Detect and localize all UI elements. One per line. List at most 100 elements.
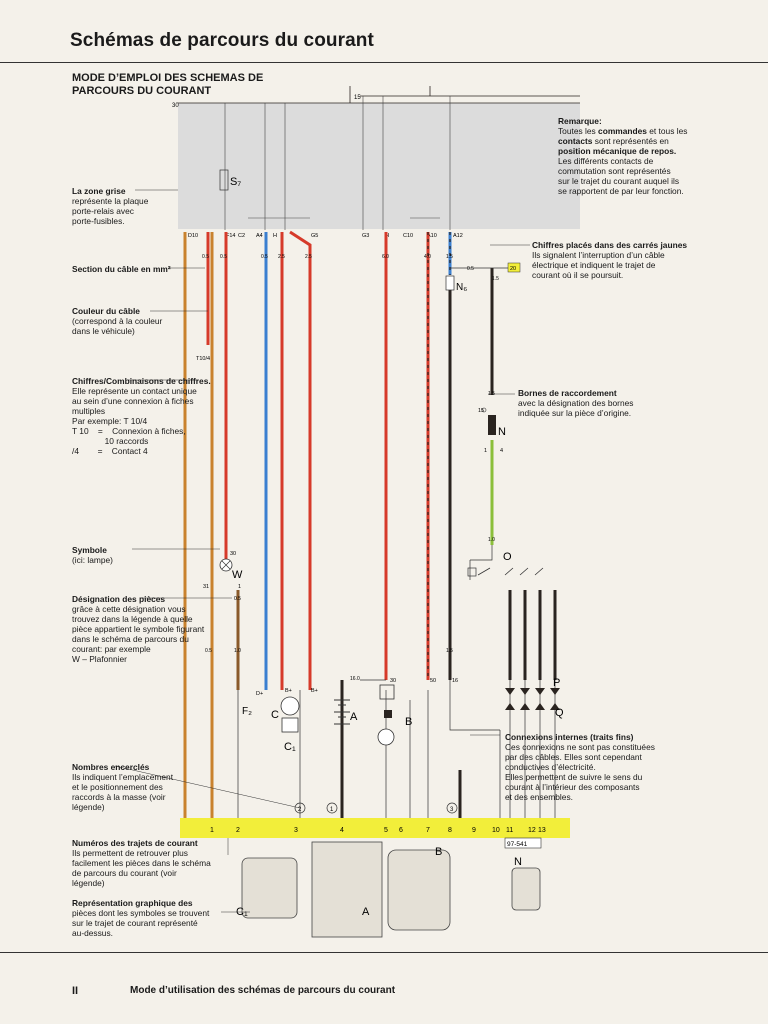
annotation-line: légende): [72, 802, 105, 812]
connector-label: A4: [256, 233, 263, 239]
annotation-yellow-boxes: Chiffres placés dans des carrés jaunes I…: [532, 240, 732, 280]
annotation-line: Elle représente un contact unique: [72, 386, 197, 396]
remark-bold: position mécanique de repos.: [558, 146, 677, 156]
section-heading: MODE D’EMPLOI DES SCHEMAS DE PARCOURS DU…: [72, 72, 332, 98]
terminal-num: 1: [484, 448, 487, 454]
connector-label: G5: [311, 233, 318, 239]
gray-zone: [178, 103, 580, 229]
bus-number: 6: [399, 827, 403, 834]
starter-solenoid: [384, 710, 392, 718]
regulator-symbol: [281, 717, 299, 733]
annotation-line: dans le schéma de parcours du: [72, 634, 189, 644]
bottom-rule: [0, 952, 768, 953]
annotation-line: (ici: lampe): [72, 555, 113, 565]
starter-motor: [377, 728, 395, 746]
component-n6: [445, 275, 455, 291]
arrow: [520, 703, 530, 710]
annotation-path-numbers: Numéros des trajets de courant Ils perme…: [72, 838, 211, 888]
annotation-title: Désignation des pièces: [72, 594, 166, 604]
label-o: O: [503, 551, 512, 563]
annotation-line: légende): [72, 878, 105, 888]
arrow: [550, 703, 560, 710]
section-label: 1.5: [492, 276, 499, 282]
annotation-title: Chiffres placés dans des carrés jaunes: [532, 240, 688, 250]
leader-line: [114, 765, 301, 809]
label-n-bottom: N: [514, 856, 522, 868]
annotation-line: courant: par exemple: [72, 644, 151, 654]
annotation-title: Représentation graphique des: [72, 898, 193, 908]
connector-label: A12: [453, 233, 463, 239]
annotation-line: raccords à la masse (voir: [72, 792, 166, 802]
lamp-cross: [221, 560, 231, 570]
annotation-numbers: Chiffres/Combinaisons de chiffres. Elle …: [72, 376, 211, 456]
bus-number: 4: [340, 827, 344, 834]
page-title: Schémas de parcours du courant: [70, 30, 374, 51]
section-label: 0.5: [202, 254, 209, 260]
label-15: 15: [354, 95, 361, 101]
ref-box-label: 97-541: [507, 841, 528, 848]
annotation-gray-zone: La zone grise représente la plaque porte…: [72, 186, 148, 226]
annotation-line: Ils permettent de retrouver plus: [72, 848, 188, 858]
terminal-num: B+: [311, 688, 318, 694]
annotation-title: Connexions internes (traits fins): [505, 732, 634, 742]
annotation-title: Couleur du câble: [72, 306, 140, 316]
remark-text: commutation sont représentés: [558, 166, 671, 176]
annotation-line: grâce à cette désignation vous: [72, 604, 186, 614]
annotation-title: Nombres encerclés: [72, 762, 150, 772]
annotation-line: Ils indiquent l’emplacement: [72, 772, 174, 782]
heading-line: PARCOURS DU COURANT: [72, 85, 212, 97]
terminal: [481, 407, 487, 413]
terminal-num: 1: [238, 584, 241, 590]
section-label: 0.5: [220, 254, 227, 260]
label-c1: C₁: [284, 741, 296, 753]
annotation-internal: Connexions internes (traits fins) Ces co…: [505, 732, 715, 802]
annotation-line: électrique et indiquent le trajet de: [532, 260, 656, 270]
section-label: 1.5: [446, 648, 453, 654]
section-label: 0.5: [205, 648, 212, 654]
capacitor: [467, 567, 477, 577]
bus-number: 3: [294, 827, 298, 834]
fuse-s7: [219, 169, 229, 191]
wiring-diagram: 30 15 S₇ D10 F14 C2 A4 H G5 G3 H C10 A10…: [114, 86, 580, 938]
page-number: II: [72, 985, 79, 997]
label-f2: F₂: [242, 706, 252, 717]
annotation-designation: Désignation des pièces grâce à cette dés…: [72, 594, 204, 664]
annotation-line: et des ensembles.: [505, 792, 573, 802]
label-a: A: [350, 711, 358, 723]
section-label: 0.5: [261, 254, 268, 260]
annotation-line: multiples: [72, 406, 106, 416]
bus-number: 5: [384, 827, 388, 834]
remark-bold: commandes: [598, 126, 647, 136]
arrow: [550, 688, 560, 695]
yellow-box: [507, 262, 521, 273]
alternator-symbol: [280, 696, 300, 716]
label-w: W: [232, 569, 243, 581]
annotation-line: avec la désignation des bornes: [518, 398, 634, 408]
annotation-title: Numéros des trajets de courant: [72, 838, 198, 848]
circled-number-label: 1: [330, 807, 334, 813]
annotation-symbol: Symbole (ici: lampe): [72, 545, 113, 565]
terminal-num: 16: [452, 678, 458, 684]
connector-label: F14: [226, 233, 235, 239]
bus-number: 11: [506, 827, 513, 834]
bus-number: 9: [472, 827, 476, 834]
section-label: 16.0: [350, 676, 360, 682]
component-n: [488, 415, 496, 435]
bus-number: 7: [426, 827, 430, 834]
annotation-line: de parcours du courant (voir: [72, 868, 177, 878]
arrow: [505, 688, 515, 695]
heading-line: MODE D’EMPLOI DES SCHEMAS DE: [72, 72, 264, 84]
annotation-graphic: Représentation graphique des pièces dont…: [72, 898, 209, 938]
wire-red: [289, 230, 312, 690]
section-label: 1.5: [488, 391, 495, 397]
remark-text: Les différents contacts de: [558, 156, 654, 166]
terminal-num: 31: [203, 584, 209, 590]
yellow-box-label: 20: [510, 266, 516, 272]
annotation-line: courant où il se poursuit.: [532, 270, 624, 280]
annotation-line: Par exemple: T 10/4: [72, 416, 148, 426]
label-q: Q: [555, 707, 564, 719]
battery-symbol: [334, 699, 350, 725]
ref-box: [504, 837, 542, 849]
bus-number: 13: [538, 827, 546, 834]
annotation-line: porte-relais avec: [72, 206, 134, 216]
